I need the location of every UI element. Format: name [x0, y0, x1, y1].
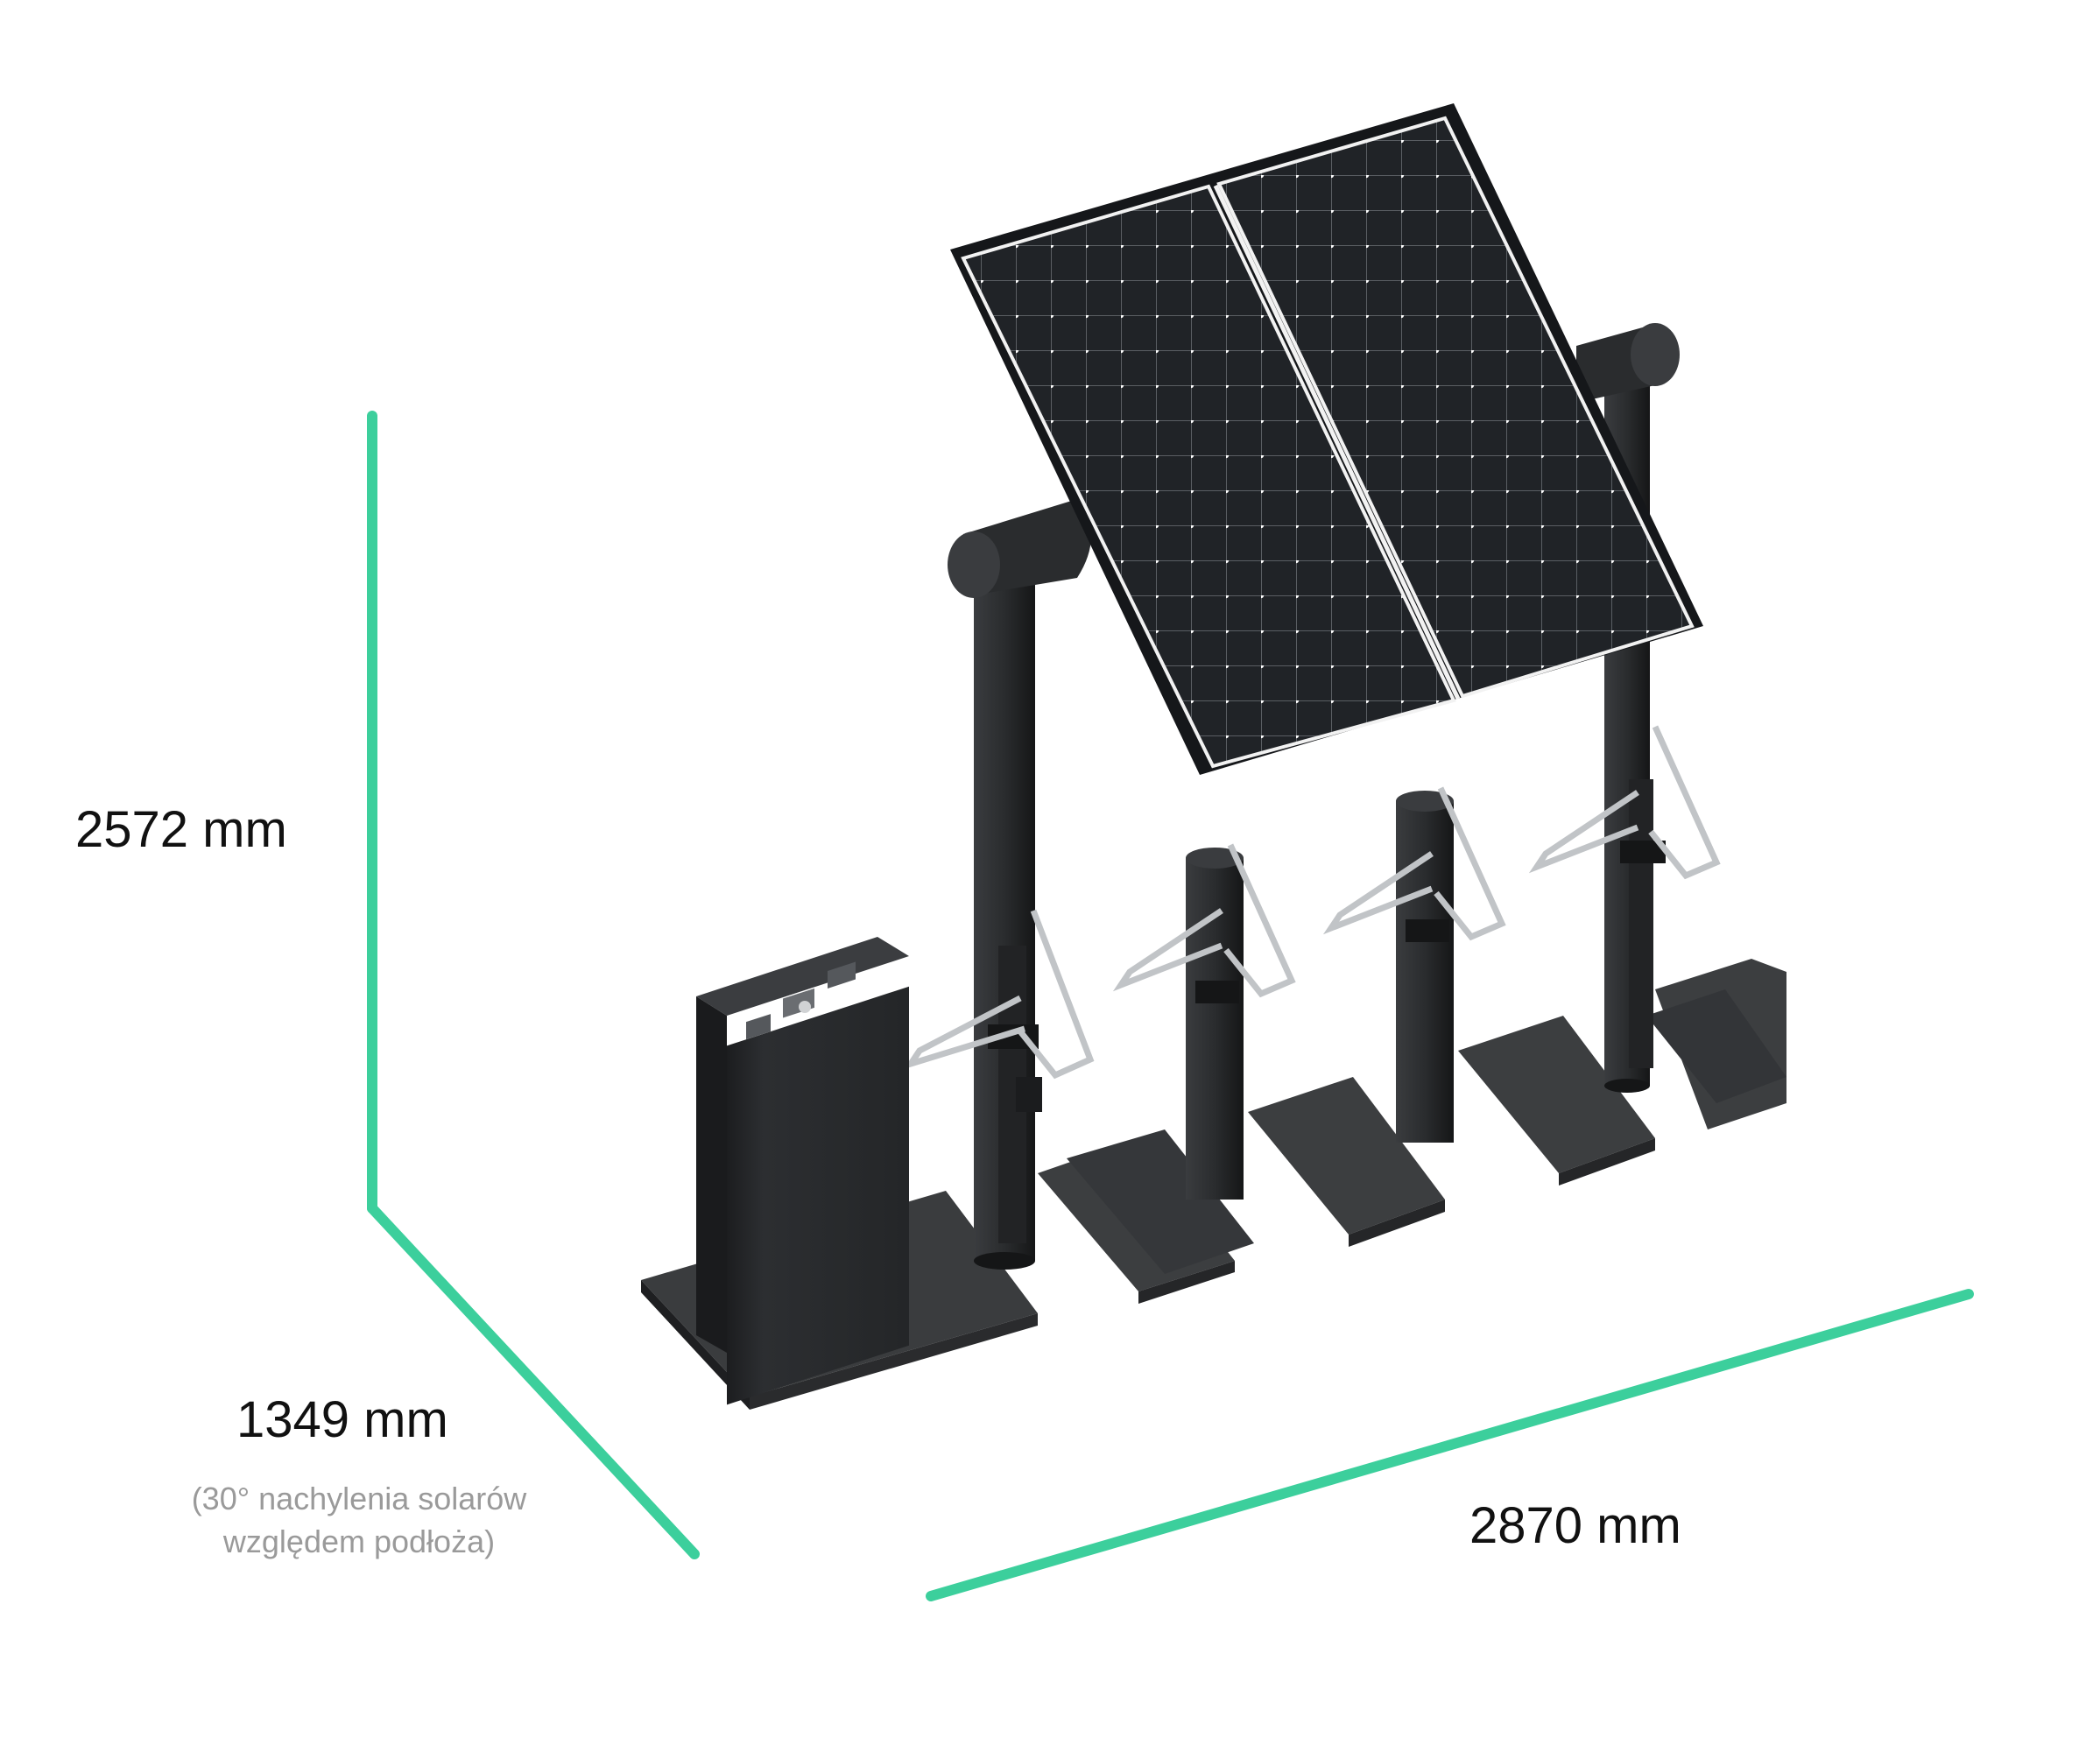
- front-post-cap: [948, 531, 1000, 598]
- tilt-note-line-1: (30° nachylenia solarów: [191, 1481, 527, 1516]
- solar-panel-right: [1216, 116, 1695, 699]
- solar-panel-left: [961, 184, 1456, 769]
- depth-label: 1349 mm: [236, 1391, 448, 1448]
- mat-3: [1248, 1077, 1445, 1235]
- mat-6: [1646, 989, 1786, 1103]
- charging-post-4: [1528, 725, 1721, 1068]
- dimension-lines: [367, 411, 1974, 1601]
- solar-panel-icon: [950, 103, 1703, 775]
- cabinet-screen-2: [783, 988, 814, 1018]
- charging-post-2: [1112, 843, 1296, 1200]
- cabinet-lock: [799, 1001, 811, 1013]
- charging-post-1: [903, 909, 1095, 1243]
- battery-cabinet-icon: [696, 937, 909, 1405]
- tilt-note: (30° nachylenia solarów względem podłoża…: [131, 1478, 587, 1563]
- mat-2: [1067, 1129, 1254, 1274]
- charging-post-3: [1322, 786, 1506, 1143]
- cabinet-screen-1: [746, 1014, 771, 1040]
- width-label: 2870 mm: [1469, 1497, 1681, 1554]
- battery-cabinet-front: [727, 986, 909, 1405]
- depth-dimension-line: [367, 1203, 700, 1559]
- rear-post-cap: [1631, 323, 1680, 386]
- height-label: 2572 mm: [75, 801, 287, 858]
- tilt-note-line-2: względem podłoża): [222, 1523, 496, 1559]
- cabinet-screen-3: [828, 961, 856, 989]
- charging-post-icon: [903, 725, 1721, 1243]
- mat-4: [1458, 1016, 1655, 1173]
- width-dimension-line: [926, 1289, 1974, 1601]
